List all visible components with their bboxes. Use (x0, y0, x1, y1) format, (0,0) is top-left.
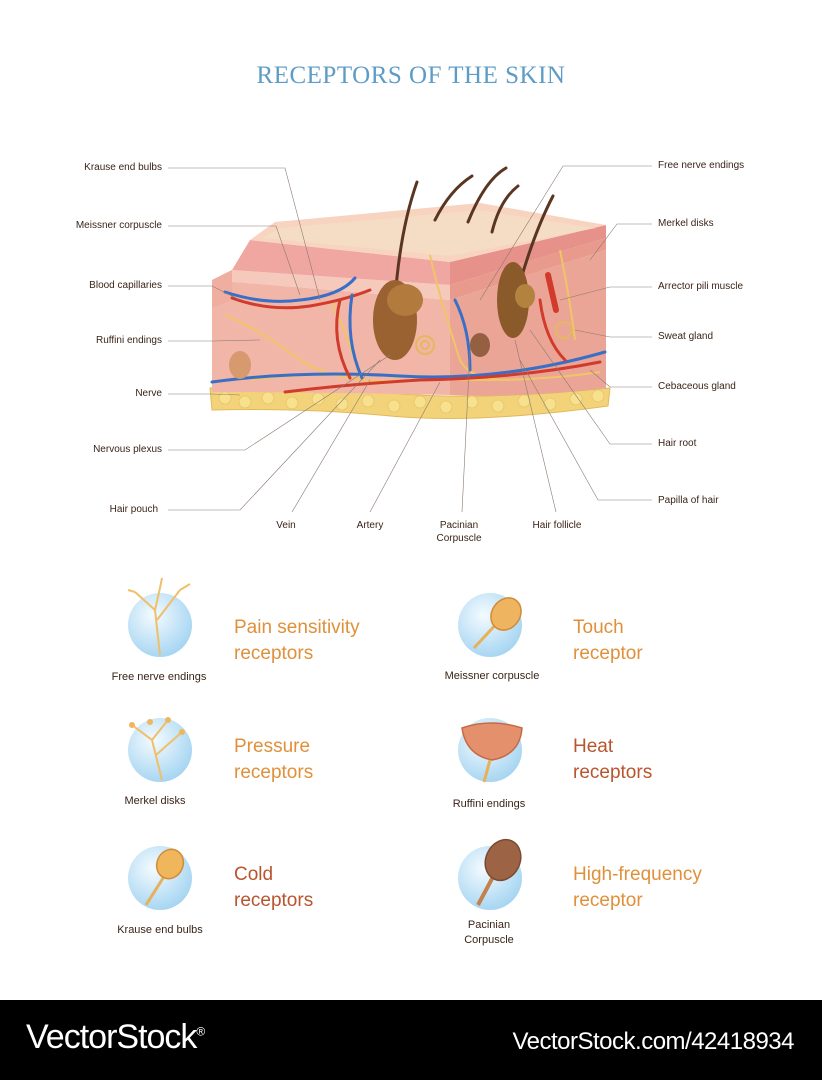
skin-cross-section-illustration (168, 165, 652, 513)
free-nerve-endings-icon (127, 577, 192, 657)
label-blood-capillaries: Blood capillaries (89, 280, 162, 291)
category-pain-sensitivity: Pain sensitivity receptors (234, 617, 360, 664)
category-cold: Cold receptors (234, 864, 314, 911)
category-high-frequency: High-frequency receptor (573, 864, 702, 911)
krause-end-bulbs-icon (128, 846, 192, 910)
label-arrector-pili-muscle: Arrector pili muscle (658, 281, 744, 292)
label-papilla-of-hair: Papilla of hair (658, 495, 719, 506)
category-heat: Heat receptors (573, 736, 653, 783)
caption-merkel-disks: Merkel disks (124, 795, 186, 807)
label-krause-end-bulbs: Krause end bulbs (84, 162, 162, 173)
caption-free-nerve-endings: Free nerve endings (111, 671, 207, 683)
meissner-corpuscle-icon (458, 593, 522, 657)
caption-krause-end-bulbs: Krause end bulbs (117, 924, 203, 936)
label-hair-follicle: Hair follicle (532, 520, 582, 531)
brand-text: VectorStock (26, 1018, 197, 1056)
label-hair-pouch: Hair pouch (109, 504, 158, 515)
label-meissner-corpuscle: Meissner corpuscle (75, 220, 162, 231)
category-pressure: Pressure receptors (234, 736, 314, 783)
label-ruffini-endings: Ruffini endings (96, 335, 162, 346)
footer-bar: VectorStock® VectorStock.com/42418934 (0, 1000, 822, 1080)
label-pacinian-corpuscle: Pacinian Corpuscle (436, 520, 482, 544)
footer-image-id: VectorStock.com/42418934 (512, 1028, 794, 1055)
ruffini-endings-icon (458, 718, 523, 783)
label-hair-root: Hair root (658, 438, 697, 449)
brand-registered-mark: ® (196, 1024, 205, 1039)
label-nervous-plexus: Nervous plexus (93, 444, 162, 455)
label-vein: Vein (276, 520, 296, 531)
receptor-icons (127, 577, 523, 910)
footer-brand: VectorStock® (26, 1018, 205, 1057)
pacinian-corpuscle-icon (458, 838, 522, 910)
label-artery: Artery (356, 520, 384, 531)
merkel-disks-icon (128, 717, 192, 782)
label-merkel-disks: Merkel disks (658, 218, 714, 229)
label-free-nerve-endings: Free nerve endings (658, 160, 745, 171)
caption-meissner-corpuscle: Meissner corpuscle (444, 670, 540, 682)
label-sweat-gland: Sweat gland (658, 331, 714, 342)
caption-pacinian-corpuscle: Pacinian Corpuscle (464, 919, 514, 946)
category-touch: Touch receptor (573, 617, 643, 664)
label-nerve: Nerve (135, 388, 162, 399)
page-title: RECEPTORS OF THE SKIN (256, 62, 566, 89)
caption-ruffini-endings: Ruffini endings (452, 798, 526, 810)
label-cebaceous-gland: Cebaceous gland (658, 381, 736, 392)
